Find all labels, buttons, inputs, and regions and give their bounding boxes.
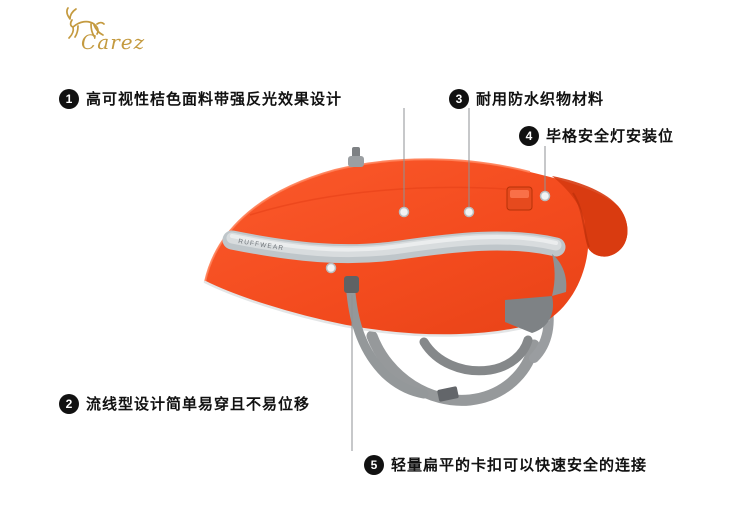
marker-dot-1 bbox=[398, 206, 410, 218]
collar-fold-line bbox=[572, 192, 590, 248]
leg-loop-strap-inner bbox=[419, 335, 533, 376]
vest: RUFFWEAR bbox=[203, 147, 628, 399]
chest-patch bbox=[505, 296, 554, 333]
reflective-stripe bbox=[222, 230, 566, 264]
annotation-label: 毕格安全灯安装位 bbox=[546, 128, 675, 145]
annotation-label: 耐用防水织物材料 bbox=[476, 91, 605, 108]
annotation-number-badge: 3 bbox=[449, 88, 469, 109]
bottom-piping bbox=[203, 280, 550, 337]
annotation-number-badge: 4 bbox=[519, 125, 539, 146]
annotation-number-badge: 1 bbox=[59, 88, 79, 109]
leg-strap-buckle-icon bbox=[437, 386, 459, 402]
center-strap bbox=[346, 288, 429, 399]
marker-dot-4 bbox=[539, 190, 551, 202]
leg-loop-strap-outer bbox=[366, 330, 540, 406]
marker-dot-2 bbox=[325, 262, 337, 274]
marker-dot-3 bbox=[463, 206, 475, 218]
annotation-number-badge: 5 bbox=[364, 454, 384, 475]
leader-lines bbox=[351, 108, 546, 451]
marker-dots bbox=[325, 190, 551, 274]
brand-tag bbox=[506, 186, 533, 211]
annotation-3: 3 耐用防水织物材料 bbox=[449, 88, 604, 109]
annotation-2: 2 流线型设计简单易穿且不易位移 bbox=[59, 393, 310, 414]
logo-text: Carez bbox=[81, 30, 146, 54]
annotation-1: 1 高可视性桔色面料带强反光效果设计 bbox=[59, 88, 342, 109]
back-seam bbox=[249, 186, 521, 216]
annotation-label: 流线型设计简单易穿且不易位移 bbox=[86, 396, 311, 413]
annotation-5: 5 轻量扁平的卡扣可以快速安全的连接 bbox=[364, 454, 647, 475]
brand-logo: Carez bbox=[55, 5, 175, 60]
back-handle bbox=[348, 147, 364, 167]
side-release-buckle-icon bbox=[344, 276, 359, 293]
annotation-4: 4 毕格安全灯安装位 bbox=[519, 125, 674, 146]
annotation-label: 轻量扁平的卡扣可以快速安全的连接 bbox=[391, 457, 648, 474]
handle-clip-icon bbox=[352, 147, 360, 158]
annotation-number-badge: 2 bbox=[59, 393, 79, 414]
collar-roll bbox=[552, 176, 628, 257]
annotation-label: 高可视性桔色面料带强反光效果设计 bbox=[86, 91, 343, 108]
deer-logo-icon bbox=[66, 7, 105, 39]
under-collar-fabric bbox=[552, 254, 567, 296]
